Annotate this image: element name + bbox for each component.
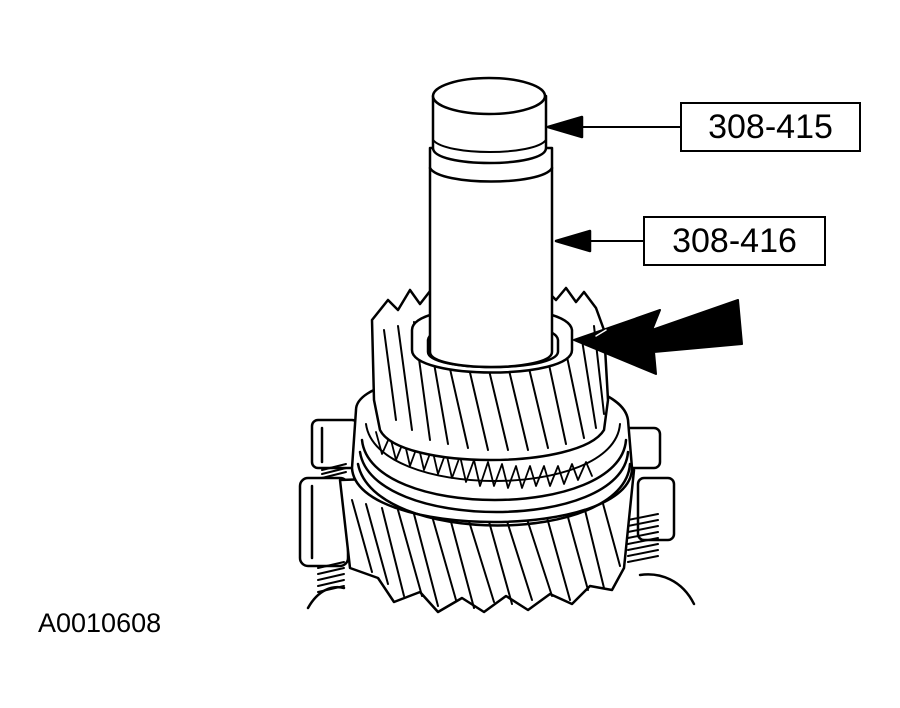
tool-308-416-sleeve [428, 146, 554, 369]
callout-label-308-415: 308-415 [708, 108, 833, 146]
leader-arrow-308-415 [546, 115, 681, 139]
callout-label-308-416: 308-416 [672, 222, 797, 260]
figure-id: A0010608 [38, 608, 162, 638]
left-stud [298, 418, 360, 593]
callout-308-415: 308-415 [680, 102, 861, 152]
tool-308-415-cap [431, 76, 548, 165]
callout-308-416: 308-416 [643, 216, 826, 266]
leader-arrow-308-416 [554, 229, 644, 253]
installation-direction-arrow [573, 299, 743, 375]
